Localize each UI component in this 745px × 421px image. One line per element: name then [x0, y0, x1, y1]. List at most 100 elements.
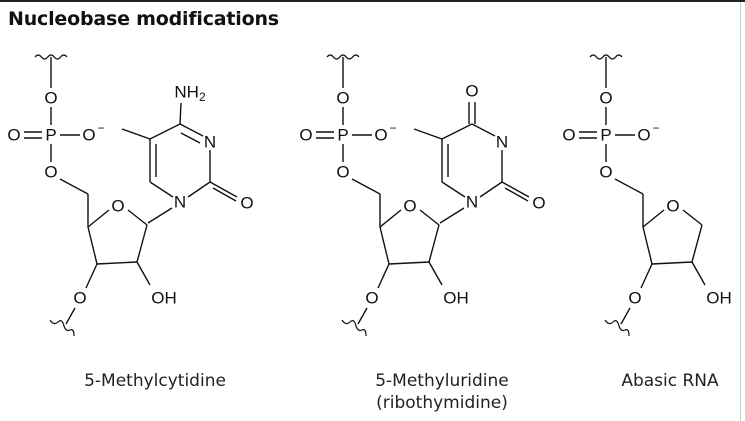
- methyl-bond: [121, 128, 151, 140]
- atom-anionic-oxygen: O: [637, 126, 650, 145]
- bond: [379, 209, 402, 228]
- atom-o3-prime: O: [73, 289, 86, 308]
- chain-break-bottom: [49, 319, 75, 337]
- methyl-bond: [413, 128, 443, 140]
- bond: [691, 224, 703, 263]
- charge-negative: −: [652, 121, 659, 135]
- atom-n1: N: [174, 193, 186, 212]
- double-bond: [504, 187, 529, 202]
- atom-o2: O: [532, 194, 545, 213]
- atom-o5-prime: O: [44, 163, 57, 182]
- atom-n3: N: [204, 133, 216, 152]
- bond: [441, 123, 473, 140]
- double-bond: [501, 181, 530, 198]
- atom-n1: N: [466, 193, 478, 212]
- figure-title: Nucleobase modifications: [8, 8, 279, 30]
- atom-o3-prime: O: [628, 289, 641, 308]
- double-bond: [471, 123, 496, 137]
- atom-hydroxyl: OH: [151, 289, 177, 308]
- caption-5-methyluridine: 5-Methyluridine (ribothymidine): [332, 370, 552, 414]
- caption-line: 5-Methyluridine: [375, 371, 509, 391]
- caption-5-methylcytidine: 5-Methylcytidine: [45, 370, 265, 392]
- chain-break-top: [34, 54, 68, 60]
- bond: [136, 224, 148, 263]
- bond: [479, 181, 503, 198]
- bond: [651, 261, 693, 265]
- atom-hydroxyl: OH: [706, 289, 732, 308]
- bond: [379, 226, 390, 265]
- chain-break-bottom: [604, 319, 630, 337]
- bond: [377, 263, 390, 289]
- bond: [691, 261, 706, 286]
- atom-hydroxyl: OH: [443, 289, 469, 308]
- bond: [87, 209, 110, 228]
- atom-phosphoryl-oxygen: O: [562, 126, 575, 145]
- caption-line: (ribothymidine): [376, 393, 508, 413]
- bond: [439, 207, 465, 224]
- atom-phosphorus: P: [45, 126, 56, 145]
- bond: [87, 226, 98, 265]
- bond: [419, 209, 440, 226]
- frame-border: [740, 2, 741, 421]
- atom-o5-prime: O: [336, 163, 349, 182]
- bond: [96, 261, 138, 265]
- atom-ring-oxygen: O: [403, 197, 416, 216]
- charge-negative: −: [389, 121, 396, 135]
- atom-o5: O: [336, 89, 349, 108]
- atom-ring-oxygen: O: [111, 197, 124, 216]
- chain-break-bottom: [341, 319, 367, 337]
- atom-o4: O: [465, 82, 478, 101]
- double-bond: [212, 187, 237, 202]
- atom-phosphoryl-oxygen: O: [7, 126, 20, 145]
- bond: [65, 307, 76, 325]
- bond: [351, 178, 381, 195]
- atom-o5: O: [44, 89, 57, 108]
- atom-phosphorus: P: [600, 126, 611, 145]
- bond: [640, 263, 653, 289]
- bond: [187, 181, 211, 198]
- atom-o5-prime: O: [599, 163, 612, 182]
- bond: [620, 307, 631, 325]
- chain-break-top: [589, 54, 623, 60]
- bond: [85, 263, 98, 289]
- atom-o3-prime: O: [365, 289, 378, 308]
- bond: [127, 209, 148, 226]
- double-bond: [180, 132, 201, 144]
- charge-negative: −: [97, 121, 104, 135]
- atom-ring-oxygen: O: [666, 197, 679, 216]
- atom-o5: O: [599, 89, 612, 108]
- caption-line: Abasic RNA: [621, 371, 719, 391]
- atom-phosphoryl-oxygen: O: [299, 126, 312, 145]
- atom-phosphorus: P: [337, 126, 348, 145]
- bond: [441, 181, 466, 198]
- atom-n3: N: [496, 133, 508, 152]
- double-bond: [179, 123, 204, 137]
- bond: [59, 178, 89, 195]
- bond: [642, 209, 665, 228]
- bond: [149, 123, 181, 140]
- bond: [428, 261, 443, 286]
- atom-anionic-oxygen: O: [374, 126, 387, 145]
- bond: [147, 207, 173, 224]
- bond: [357, 307, 368, 325]
- bond: [682, 209, 703, 226]
- subscript: 2: [199, 90, 206, 104]
- bond: [614, 178, 644, 195]
- bond: [388, 261, 430, 265]
- caption-abasic-rna: Abasic RNA: [560, 370, 745, 392]
- chain-break-top: [326, 54, 360, 60]
- bond: [136, 261, 151, 286]
- bond: [179, 102, 182, 125]
- atom-amino: NH2: [174, 83, 206, 105]
- atom-o2: O: [240, 194, 253, 213]
- bond: [428, 224, 440, 263]
- bond: [149, 181, 174, 198]
- atom-anionic-oxygen: O: [82, 126, 95, 145]
- caption-line: 5-Methylcytidine: [84, 371, 226, 391]
- bond: [642, 226, 653, 265]
- double-bond: [209, 181, 238, 198]
